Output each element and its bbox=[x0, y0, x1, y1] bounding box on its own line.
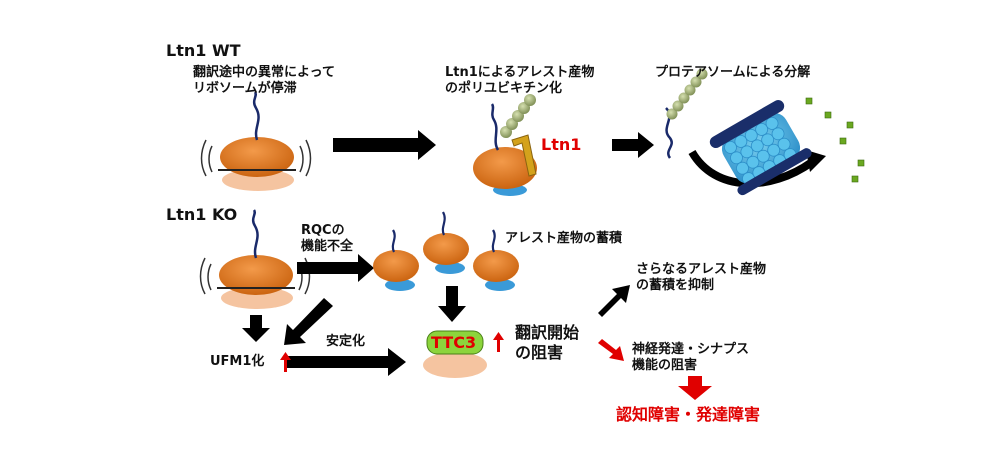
neuro-label: 神経発達・シナプス 機能の阻害 bbox=[632, 342, 750, 373]
ubiquitinated-peptide bbox=[665, 68, 708, 159]
section-label-ko: Ltn1 KO bbox=[166, 205, 238, 224]
peptide-fragments bbox=[805, 97, 865, 183]
ufm1-label: UFM1化 bbox=[210, 354, 265, 369]
ttc3-up-arrow bbox=[493, 332, 504, 352]
wt-step3-label: プロテアソームによる分解 bbox=[655, 65, 811, 80]
wt-step1-label: 翻訳途中の異常によって リボソームが停滞 bbox=[193, 65, 335, 96]
translation-init-block-label: 翻訳開始 の阻害 bbox=[515, 323, 580, 362]
arrow-to-outcome bbox=[678, 376, 712, 400]
accumulated-ribosomes bbox=[373, 211, 519, 291]
arrow-stabilize bbox=[285, 348, 406, 376]
arrow-rqc bbox=[297, 254, 374, 282]
outcome-label: 認知障害・発達障害 bbox=[616, 405, 761, 424]
proteasome bbox=[688, 100, 826, 196]
ubiquitin-chain bbox=[500, 94, 536, 138]
ltn1-label: Ltn1 bbox=[541, 135, 582, 154]
arrow-down-to-ttc3 bbox=[438, 286, 466, 322]
stalled-ribosome-wt bbox=[200, 91, 312, 191]
ttc3-ribosome bbox=[423, 330, 487, 378]
ufm1-up-arrow bbox=[280, 352, 291, 372]
arrow-diagonal-to-ufm1 bbox=[284, 298, 333, 345]
ttc3-label: TTC3 bbox=[431, 333, 477, 352]
accumulation-label: アレスト産物の蓄積 bbox=[505, 231, 623, 246]
ribosome-ltn1-complex bbox=[473, 94, 537, 196]
section-label-wt: Ltn1 WT bbox=[166, 41, 241, 60]
stabilize-label: 安定化 bbox=[326, 334, 366, 349]
wt-step2-label: Ltn1によるアレスト産物 のポリユビキチン化 bbox=[445, 65, 595, 96]
arrow-wt-2 bbox=[612, 132, 654, 158]
stalled-ribosome-ko bbox=[199, 209, 311, 309]
arrow-down-to-ufm1 bbox=[242, 315, 270, 342]
arrow-to-neuro bbox=[598, 339, 624, 361]
suppress-label: さらなるアレスト産物 の蓄積を抑制 bbox=[636, 262, 767, 293]
rqc-label: RQCの 機能不全 bbox=[301, 223, 354, 254]
arrow-wt-1 bbox=[333, 130, 436, 160]
arrow-to-suppress bbox=[598, 285, 630, 317]
